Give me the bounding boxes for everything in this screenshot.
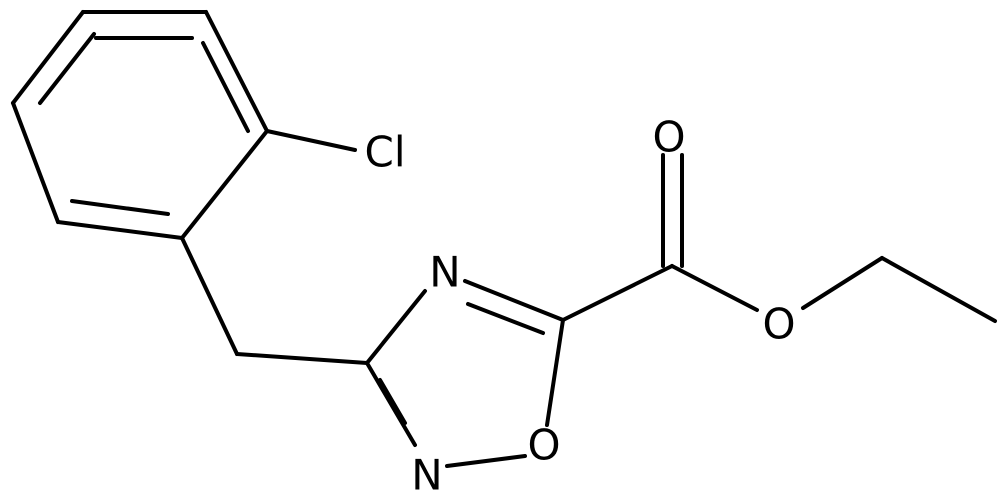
bond-ring-top-right [204, 10, 269, 133]
atom-nitrogen-top-label: N [429, 248, 460, 297]
bond-ch2-ch3 [880, 256, 997, 323]
bond-n2-c3-inner [378, 378, 407, 425]
bond-ring-top-left [11, 10, 85, 105]
bond-c5-o1 [545, 318, 565, 427]
bond-carbonyl-oester [670, 264, 759, 312]
bond-c5-carbonyl [561, 264, 674, 322]
bond-o1-n2 [445, 454, 527, 468]
atom-chlorine-label: Cl [365, 128, 406, 177]
atom-oxygen-ester-label: O [762, 300, 795, 349]
bond-c3-n4 [365, 289, 427, 365]
atom-nitrogen-bottom-label: N [411, 451, 442, 499]
bond-ring-top-left-inner [38, 32, 96, 105]
bond-n4-c5-inner [466, 302, 545, 335]
atom-oxygen-carbonyl-label: O [652, 113, 685, 162]
bond-ring-top-right-inner [201, 41, 250, 133]
bond-n4-c5 [463, 279, 565, 322]
bond-ch2-c3 [235, 352, 369, 365]
bond-n2-c3 [365, 361, 417, 447]
bond-ring-left [11, 101, 60, 224]
bond-oester-ch2 [801, 256, 884, 310]
bond-ring-right [180, 129, 269, 240]
bond-ring-ch2 [180, 236, 239, 356]
bond-ring-bottom [56, 220, 184, 240]
bond-ring-bottom-inner [70, 199, 170, 216]
bond-c-cl [265, 129, 357, 152]
atom-oxygen-ring-label: O [527, 421, 560, 470]
